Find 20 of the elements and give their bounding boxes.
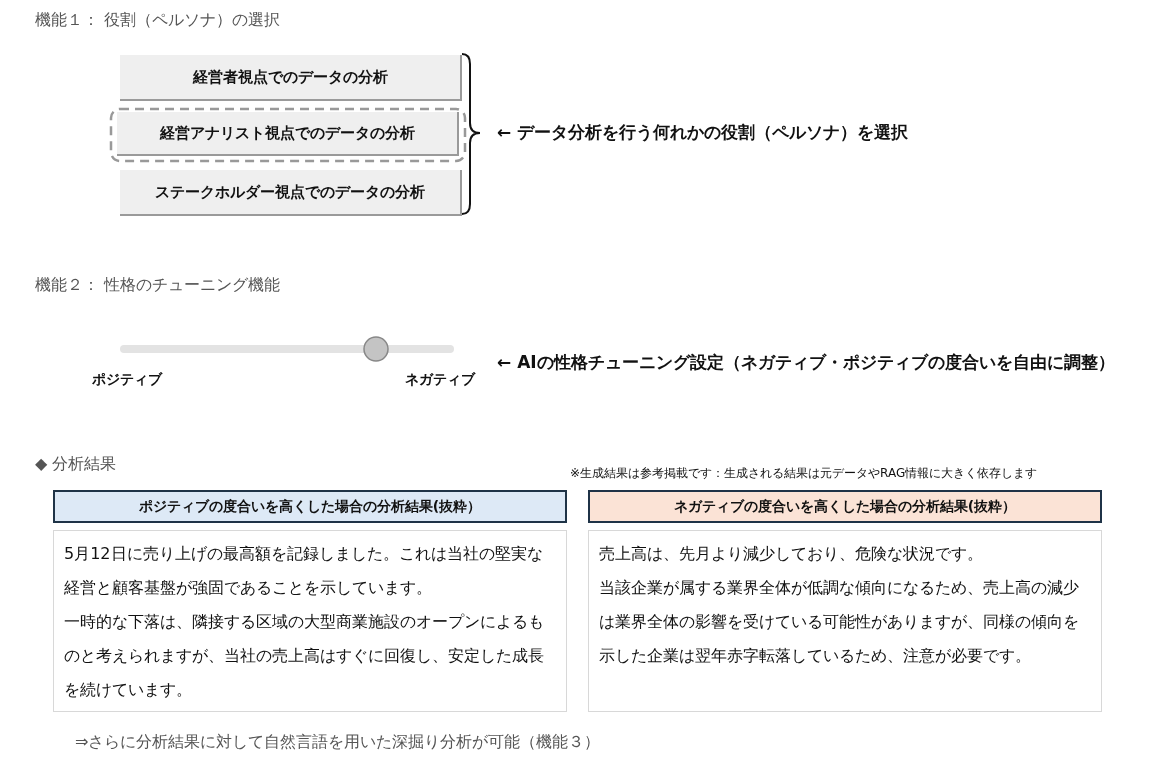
result-box	[588, 530, 1102, 712]
option-box: 経営者視点でのデータの分析	[120, 55, 462, 101]
footer-note: ⇒さらに分析結果に対して自然言語を用いた深掘り分析が可能（機能３）	[75, 732, 601, 753]
paragraph: 5月12日に売り上げの最高額を記録しました。これは当社の堅実な経営と顧客基盤が強固であることを示しています。	[64, 543, 544, 599]
note-text: ← AIの性格チューニング設定（ネガティブ・ポジティブの度合いを自由に調整）	[497, 351, 1115, 374]
note-text: ← データ分析を行う何れかの役割（ペルソナ）を選択	[497, 121, 909, 144]
slider-label: ポジティブ	[92, 371, 162, 389]
slider-label: ネガティブ	[405, 371, 475, 389]
paragraph: 売上高は、先月より減少しており、危険な状況です。	[599, 543, 984, 565]
disclaimer-text: ※生成結果は参考掲載です：生成される結果は元データやRAG情報に大きく依存します	[570, 465, 1038, 482]
header-box: ネガティブの度合いを高くした場合の分析結果(抜粋）	[588, 490, 1102, 523]
section-title: ◆ 分析結果	[35, 454, 117, 475]
paragraph: 当該企業が属する業界全体が低調な傾向になるため、売上高の減少は業界全体の影響を受けている可能性がありますが、同様の傾向を示した企業は翌年赤字転落しているため、注意が必要です。	[599, 577, 1080, 667]
result-box	[53, 530, 567, 712]
option-box: ステークホルダー視点でのデータの分析	[120, 170, 462, 216]
paragraph: 一時的な下落は、隣接する区域の大型商業施設のオープンによるものと考えられますが、当社の売上高はすぐに回復し、安定した成長を続けています。	[64, 611, 545, 701]
section-title: 機能１： 役割（ペルソナ）の選択	[35, 10, 281, 31]
header-box: ポジティブの度合いを高くした場合の分析結果(抜粋）	[53, 490, 567, 523]
section-title: 機能２： 性格のチューニング機能	[35, 275, 281, 296]
option-box: 経営アナリスト視点でのデータの分析	[117, 112, 459, 156]
